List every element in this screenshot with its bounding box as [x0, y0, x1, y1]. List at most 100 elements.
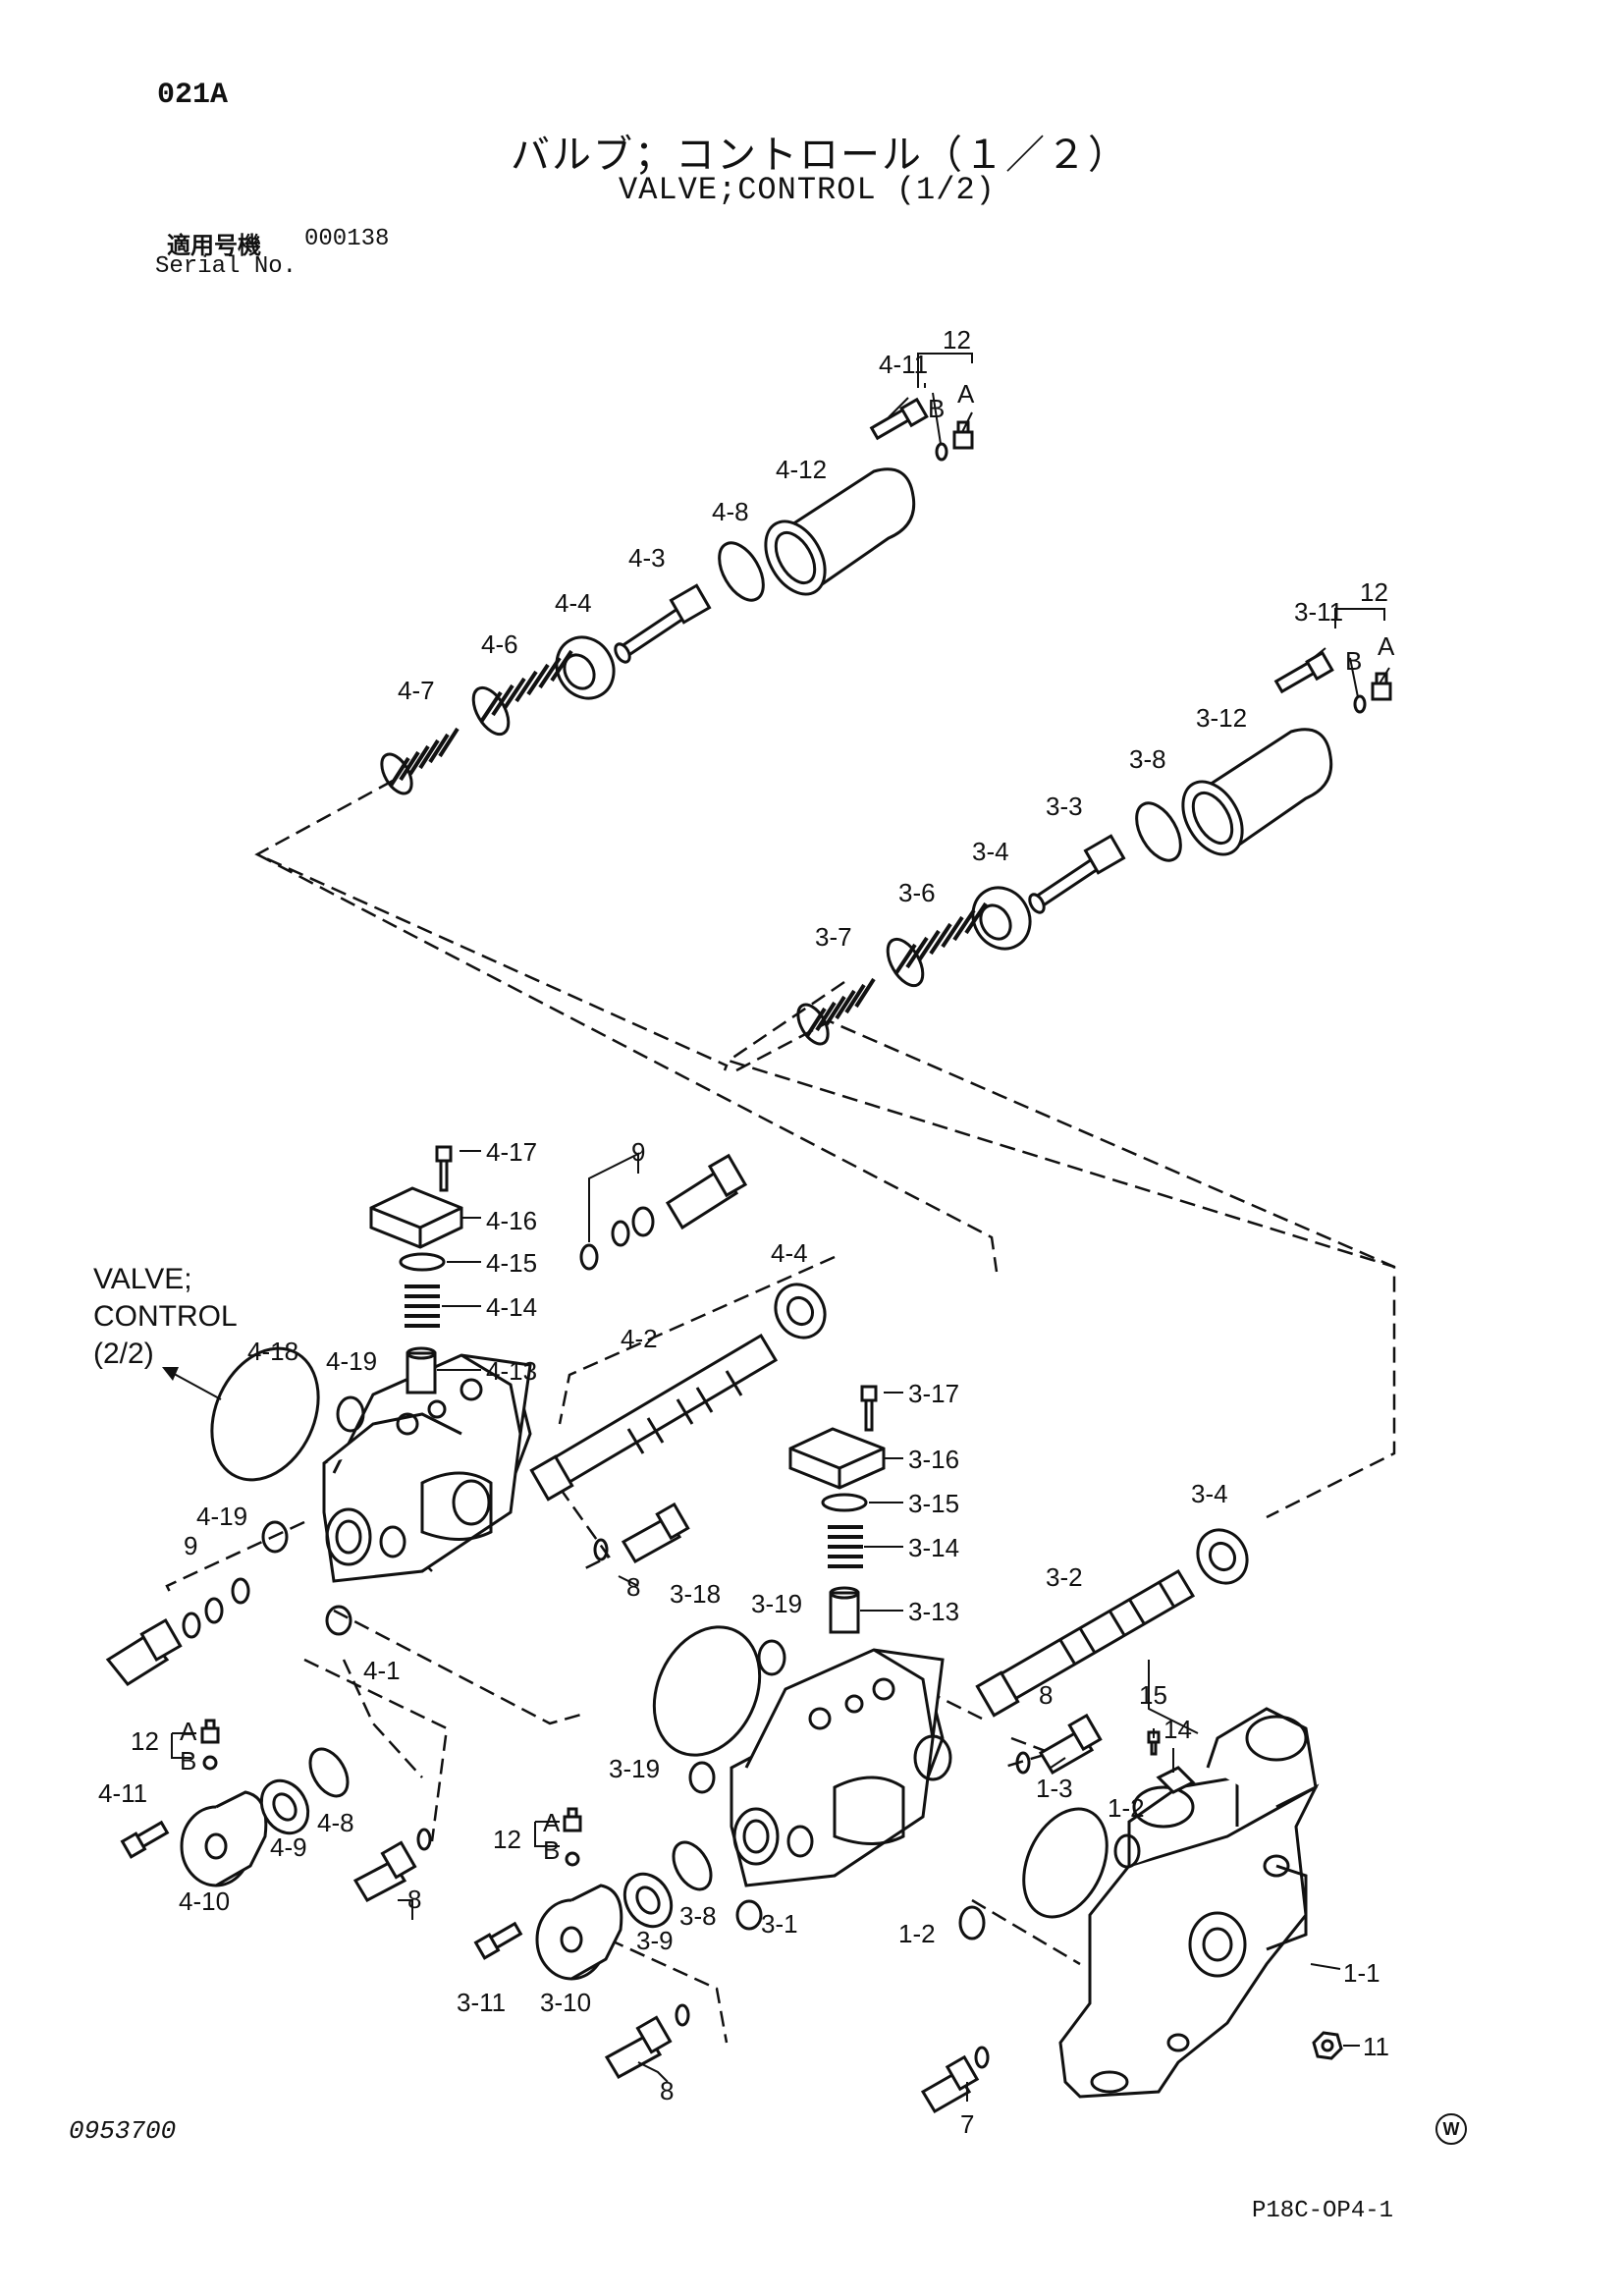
- callout-4-11-lower: 4-11: [98, 1778, 147, 1808]
- plate-14: [1156, 1766, 1196, 1794]
- callout-3-15: 3-15: [908, 1489, 959, 1518]
- callout-b-top: B: [928, 394, 945, 423]
- callout-3-17: 3-17: [908, 1379, 959, 1408]
- seat-4-4-top: [555, 635, 616, 700]
- callout-4-19-top: 4-19: [326, 1346, 377, 1376]
- spool-3-2: [975, 1568, 1196, 1718]
- page-title-english: VALVE;CONTROL (1/2): [619, 172, 996, 208]
- callout-3-16: 3-16: [908, 1445, 959, 1474]
- document-number: 0953700: [69, 2116, 177, 2146]
- callout-12-lower-left: 12: [131, 1726, 159, 1756]
- xref-note-line-2: CONTROL: [93, 1300, 238, 1333]
- callout-4-15: 4-15: [486, 1248, 537, 1278]
- callout-3-12: 3-12: [1196, 703, 1247, 733]
- callout-3-18: 3-18: [670, 1579, 721, 1609]
- callout-12-lower-mid: 12: [493, 1825, 521, 1854]
- callout-3-19-side: 3-19: [609, 1754, 660, 1783]
- oring-4-18: [210, 1346, 320, 1482]
- callout-4-14: 4-14: [486, 1292, 537, 1322]
- spool-4-2: [529, 1333, 779, 1502]
- check-valve-7: [920, 2046, 990, 2114]
- callout-4-17: 4-17: [486, 1137, 537, 1167]
- callout-8-lower-mid: 8: [660, 2076, 674, 2105]
- body-section-3-1: [730, 1648, 952, 1931]
- callout-3-7: 3-7: [815, 922, 852, 952]
- check-valve-8-mid: [1015, 1713, 1103, 1776]
- callout-4-11-top: 4-11: [879, 350, 928, 379]
- callout-4-9: 4-9: [270, 1832, 307, 1862]
- plug-a-top: [952, 420, 974, 450]
- oring-4-8-top: [718, 541, 765, 602]
- callout-12-top: 12: [943, 325, 971, 355]
- oring-b-lower-mid: [565, 1851, 580, 1867]
- bolt-3-11-top: [1273, 650, 1334, 694]
- callout-11: 11: [1363, 2032, 1389, 2061]
- oring-b-second: [1353, 694, 1367, 714]
- oring-3-8-lower: [672, 1840, 713, 1891]
- xref-note-line-3: (2/2): [93, 1338, 154, 1370]
- oring-3-19-side: [688, 1761, 716, 1794]
- callout-4-12: 4-12: [776, 455, 827, 484]
- serial-label-english: Serial No.: [155, 253, 298, 280]
- bolt-3-17: [860, 1385, 878, 1432]
- callout-a-lower-mid: A: [543, 1808, 561, 1837]
- callout-1-1: 1-1: [1343, 1958, 1380, 1988]
- bolt-4-11-top: [869, 397, 929, 441]
- callout-4-13: 4-13: [486, 1356, 537, 1386]
- callout-3-6: 3-6: [898, 878, 936, 907]
- xref-note: VALVE; CONTROL (2/2): [93, 1263, 238, 1370]
- callout-3-13: 3-13: [908, 1597, 959, 1626]
- callout-1-2-side: 1-2: [898, 1919, 936, 1948]
- oring-4-8-lower: [308, 1747, 350, 1798]
- bolt-4-11-lower: [120, 1820, 170, 1859]
- callout-4-3: 4-3: [628, 543, 666, 573]
- callout-3-14: 3-14: [908, 1533, 959, 1562]
- callout-a-second: A: [1378, 631, 1395, 661]
- page-title-japanese: バルブ；コントロール（１／２）: [511, 133, 1129, 178]
- reference-code: P18C-OP4-1: [1252, 2198, 1394, 2224]
- plug-a-lower-left: [200, 1719, 220, 1744]
- callout-4-4-top: 4-4: [555, 588, 592, 618]
- cap-3-10: [535, 1884, 623, 1981]
- callout-4-7: 4-7: [398, 676, 435, 705]
- callout-4-2: 4-2: [621, 1324, 658, 1353]
- bolt-4-17: [435, 1145, 453, 1192]
- callout-15: 15: [1139, 1680, 1167, 1710]
- relief-valve-9-top: [579, 1153, 748, 1271]
- bolt-3-3: [1028, 834, 1126, 914]
- callout-3-11-lower: 3-11: [457, 1988, 506, 2017]
- oring-4-19-top: [336, 1395, 365, 1433]
- callout-a-top: A: [957, 379, 975, 409]
- cover-4-16: [369, 1186, 463, 1249]
- relief-valve-9-side: [105, 1577, 250, 1686]
- callout-3-19-top: 3-19: [751, 1589, 802, 1618]
- callout-9-side: 9: [184, 1531, 197, 1560]
- oring-b-top: [935, 442, 948, 462]
- oring-3-15: [821, 1493, 868, 1512]
- callout-4-8-top: 4-8: [712, 497, 749, 526]
- corner-mark-w: W: [1435, 2113, 1467, 2145]
- xref-note-line-1: VALVE;: [93, 1263, 192, 1295]
- seat-4-4-mid: [774, 1283, 827, 1339]
- callout-3-1: 3-1: [761, 1909, 798, 1939]
- seat-3-4-top: [971, 886, 1032, 951]
- callout-8-lower-left: 8: [407, 1885, 421, 1914]
- callout-4-10: 4-10: [179, 1886, 230, 1916]
- callout-4-1: 4-1: [363, 1656, 401, 1685]
- callout-3-4-mid: 3-4: [1191, 1479, 1228, 1508]
- body-section-4-1: [322, 1353, 532, 1636]
- plug-a-second: [1371, 672, 1392, 701]
- oring-b-lower-left: [202, 1755, 218, 1771]
- callout-4-6: 4-6: [481, 629, 518, 659]
- oring-1-2-top: [1113, 1833, 1141, 1869]
- callout-3-8-top: 3-8: [1129, 744, 1166, 774]
- callout-b-lower-left: B: [180, 1746, 196, 1776]
- callout-12-second: 12: [1360, 577, 1388, 607]
- check-valve-8-lower-left: [352, 1828, 432, 1902]
- callout-8-top: 8: [626, 1572, 640, 1602]
- callout-3-3: 3-3: [1046, 792, 1083, 821]
- callout-4-18: 4-18: [247, 1337, 298, 1366]
- callout-1-3: 1-3: [1036, 1774, 1073, 1803]
- seat-3-9: [622, 1872, 674, 1929]
- spring-3-6: [886, 902, 988, 988]
